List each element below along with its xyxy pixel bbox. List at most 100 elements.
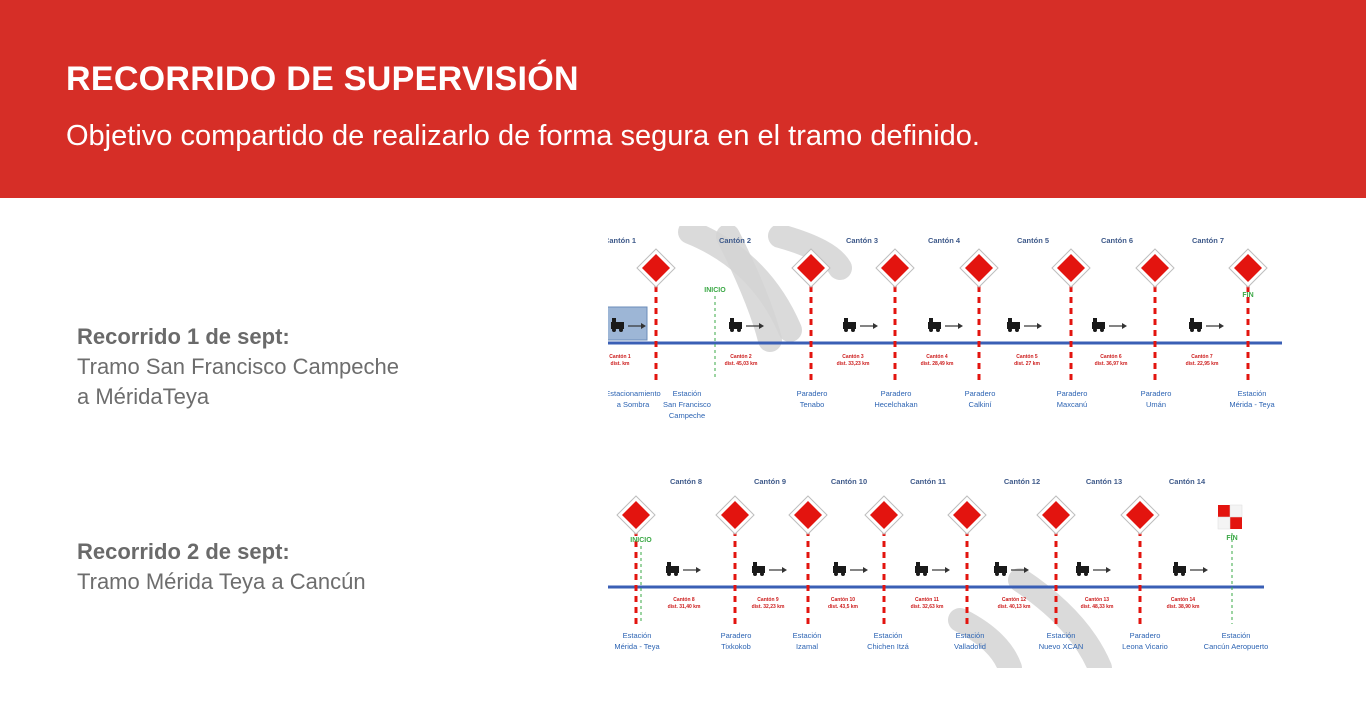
station-label: Leona Vicario <box>1122 642 1168 651</box>
train-icon <box>928 318 941 332</box>
train-icon <box>666 562 679 576</box>
station-label: Estación <box>623 631 652 640</box>
diamond-signal-icon <box>1228 248 1268 288</box>
arrow-right-icon <box>1109 323 1127 329</box>
route-1-heading: Recorrido 1 de sept: <box>77 324 290 349</box>
station-label: Estación <box>793 631 822 640</box>
distance-canton-label: Cantón 7 <box>1191 354 1213 360</box>
station-label: Estación <box>1222 631 1251 640</box>
station-label: Paradero <box>721 631 752 640</box>
distance-canton-label: Cantón 2 <box>730 354 752 360</box>
route-2-label: Recorrido 2 de sept: Tramo Mérida Teya a… <box>77 537 366 597</box>
distance-value-label: dist. 43,5 km <box>828 604 859 610</box>
train-icon <box>843 318 856 332</box>
canton-label: Cantón 6 <box>1101 236 1133 245</box>
header-banner: RECORRIDO DE SUPERVISIÓN Objetivo compar… <box>0 0 1366 198</box>
station-label: Paradero <box>1130 631 1161 640</box>
station-label: Nuevo XCAN <box>1039 642 1084 651</box>
diamond-signal-icon <box>875 248 915 288</box>
diamond-signal-icon <box>616 495 656 535</box>
canton-label: Cantón 10 <box>831 477 867 486</box>
arrow-right-icon <box>1024 323 1042 329</box>
page-subtitle: Objetivo compartido de realizarlo de for… <box>66 120 980 152</box>
watermark-stroke <box>768 226 852 280</box>
distance-canton-label: Cantón 8 <box>673 597 695 603</box>
canton-label: Cantón 8 <box>670 477 702 486</box>
train-icon <box>1173 562 1186 576</box>
canton-label: Cantón 4 <box>928 236 961 245</box>
distance-value-label: dist. 32,63 km <box>911 604 944 610</box>
station-label: Calkiní <box>969 400 993 409</box>
watermark-stroke <box>716 226 782 352</box>
distance-canton-label: Cantón 6 <box>1100 354 1122 360</box>
station-label: Tenabo <box>800 400 825 409</box>
canton-label: Cantón 11 <box>910 477 946 486</box>
diamond-signal-icon <box>1051 248 1091 288</box>
distance-value-label: dist. 36,97 km <box>1095 361 1128 367</box>
station-label: Mérida - Teya <box>614 642 660 651</box>
fin-label: FIN <box>1242 292 1253 299</box>
canton-label: Cantón 1 <box>604 236 636 245</box>
station-label: Estación <box>673 389 702 398</box>
route-2-desc-line1: Tramo Mérida Teya a Cancún <box>77 569 366 594</box>
distance-canton-label: Cantón 10 <box>831 597 855 603</box>
station-label: a Sombra <box>617 400 650 409</box>
fin-label: FIN <box>1226 535 1237 542</box>
arrow-right-icon <box>932 567 950 573</box>
distance-value-label: dist. 48,33 km <box>1081 604 1114 610</box>
distance-canton-label: Cantón 4 <box>926 354 948 360</box>
diamond-signal-icon <box>1120 495 1160 535</box>
station-label: Chichen Itzá <box>867 642 910 651</box>
diamond-signal-icon <box>864 495 904 535</box>
distance-value-label: dist. 28,49 km <box>921 361 954 367</box>
checkered-flag-icon <box>1217 504 1243 530</box>
station-label: Estación <box>1238 389 1267 398</box>
diamond-signal-icon <box>788 495 828 535</box>
station-label: Paradero <box>1057 389 1088 398</box>
station-label: Mérida - Teya <box>1229 400 1275 409</box>
train-icon <box>611 318 624 332</box>
station-label: Estacionamiento <box>605 389 660 398</box>
train-icon <box>915 562 928 576</box>
station-label: Paradero <box>797 389 828 398</box>
canton-label: Cantón 12 <box>1004 477 1040 486</box>
arrow-right-icon <box>945 323 963 329</box>
distance-value-label: dist. km <box>611 361 630 367</box>
distance-canton-label: Cantón 5 <box>1016 354 1038 360</box>
page-title: RECORRIDO DE SUPERVISIÓN <box>66 60 579 98</box>
route-1-desc-line2: a MéridaTeya <box>77 384 210 409</box>
canton-label: Cantón 2 <box>719 236 751 245</box>
train-icon <box>1007 318 1020 332</box>
train-icon <box>1092 318 1105 332</box>
distance-canton-label: Cantón 12 <box>1002 597 1026 603</box>
canton-label: Cantón 14 <box>1169 477 1206 486</box>
canton-label: Cantón 3 <box>846 236 878 245</box>
canton-label: Cantón 9 <box>754 477 786 486</box>
station-label: San Francisco <box>663 400 711 409</box>
distance-canton-label: Cantón 14 <box>1171 597 1195 603</box>
watermark-stroke <box>1008 568 1112 668</box>
train-icon <box>994 562 1007 576</box>
station-label: Cancún Aeropuerto <box>1204 642 1269 651</box>
diamond-signal-icon <box>636 248 676 288</box>
diamond-signal-icon <box>1036 495 1076 535</box>
station-label: Hecelchakan <box>874 400 917 409</box>
distance-value-label: dist. 38,90 km <box>1167 604 1200 610</box>
diamond-signal-icon <box>959 248 999 288</box>
train-icon <box>729 318 742 332</box>
station-label: Paradero <box>965 389 996 398</box>
route-1-desc-line1: Tramo San Francisco Campeche <box>77 354 399 379</box>
arrow-right-icon <box>1093 567 1111 573</box>
distance-value-label: dist. 31,40 km <box>668 604 701 610</box>
arrow-right-icon <box>1206 323 1224 329</box>
arrow-right-icon <box>1190 567 1208 573</box>
train-icon <box>752 562 765 576</box>
distance-canton-label: Cantón 1 <box>609 354 631 360</box>
station-label: Umán <box>1146 400 1166 409</box>
distance-value-label: dist. 27 km <box>1014 361 1040 367</box>
distance-canton-label: Cantón 9 <box>757 597 779 603</box>
arrow-right-icon <box>628 323 646 329</box>
arrow-right-icon <box>1011 567 1029 573</box>
station-label: Maxcanú <box>1057 400 1087 409</box>
